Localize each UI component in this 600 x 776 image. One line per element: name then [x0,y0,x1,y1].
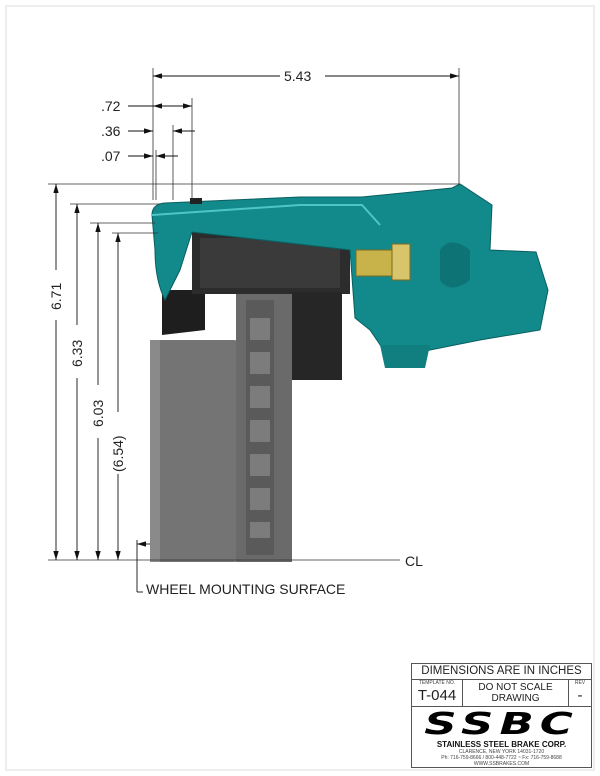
rev-value: - [577,687,583,704]
dim-007: .07 [101,148,121,164]
bleeder-fitting [355,243,411,281]
units-note: DIMENSIONS ARE IN INCHES [412,664,591,680]
company-address: CLARENCE, NEW YORK 14031-1720 [458,749,545,755]
dim-overall-width: 5.43 [284,68,311,84]
page-border [5,5,595,771]
brake-pads [162,232,350,380]
scale-note-1: DO NOT SCALE [478,682,553,693]
centerline-symbol: CL [405,553,423,569]
template-label: TEMPLATE NO. [418,680,456,686]
rev-label: REV [574,680,586,686]
title-block: DIMENSIONS ARE IN INCHES TEMPLATE NO.T-0… [411,663,592,768]
dim-072: .72 [101,98,121,114]
template-number: T-044 [417,687,457,704]
ssbc-logo: SSBC [424,707,579,742]
dim-633: 6.33 [69,340,85,367]
scale-note-2: DRAWING [491,693,540,704]
rotor [150,292,292,562]
dim-603: 6.03 [90,400,106,427]
extension-lines [48,68,460,561]
wheel-mounting-surface-label: WHEEL MOUNTING SURFACE [146,581,345,597]
dim-036: .36 [101,123,121,139]
dim-671: 6.71 [48,283,64,310]
company-name: STAINLESS STEEL BRAKE CORP. [436,740,567,749]
company-website: WWW.SSBRAKES.COM [473,761,530,767]
dimension-lines [53,73,459,593]
dim-654-reference: (6.54) [110,435,126,472]
company-phone: Ph: 716-759-8666 / 800-448-7722 ~ Fx: 71… [441,755,562,761]
caliper-body [151,183,549,368]
